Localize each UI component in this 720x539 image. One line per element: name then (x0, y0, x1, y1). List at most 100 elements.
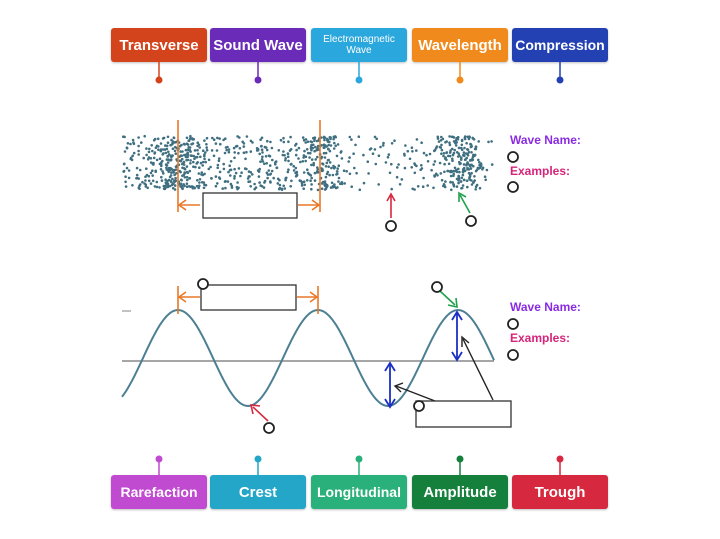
particle (323, 156, 327, 159)
particle (467, 168, 471, 171)
tile-amplitude[interactable]: Amplitude (412, 475, 508, 509)
particle (216, 136, 219, 140)
particle (304, 159, 308, 163)
particle (173, 141, 176, 144)
particle (155, 180, 159, 184)
particle (333, 135, 337, 138)
transverse-amplitude-drop-box[interactable] (415, 400, 512, 428)
transverse-wave-name-drop-point[interactable] (507, 318, 519, 330)
particle (390, 187, 394, 191)
transverse-crest-drop-point[interactable] (431, 281, 443, 293)
tile-sound-wave[interactable]: Sound Wave (210, 28, 306, 62)
particle (436, 174, 439, 177)
particle (302, 154, 306, 157)
particle (255, 149, 259, 152)
particle (388, 171, 392, 175)
particle (200, 181, 204, 184)
particle (145, 153, 148, 157)
tile-crest[interactable]: Crest (210, 475, 306, 509)
longitudinal-examples-drop-point[interactable] (507, 181, 519, 193)
particle (166, 141, 170, 144)
particle (277, 149, 281, 152)
particle (306, 168, 309, 171)
particle (452, 184, 456, 188)
particle (445, 158, 448, 162)
tile-longitudinal[interactable]: Longitudinal (311, 475, 407, 509)
tile-rarefaction[interactable]: Rarefaction (111, 475, 207, 509)
transverse-amplitude-drop-point[interactable] (413, 400, 425, 412)
particle (233, 177, 236, 180)
particle (328, 140, 331, 144)
particle (156, 137, 160, 141)
particle (298, 179, 302, 182)
particle (137, 153, 140, 156)
particle (135, 166, 139, 170)
particle (440, 178, 444, 182)
particle (172, 179, 176, 182)
particle (165, 144, 169, 148)
particle (204, 151, 207, 154)
longitudinal-wave-name-drop-point[interactable] (507, 151, 519, 163)
transverse-trough-drop-point[interactable] (263, 422, 275, 434)
tile-electromagnetic-wave[interactable]: Electromagnetic Wave (311, 28, 407, 62)
particle (308, 156, 311, 159)
particle (304, 155, 308, 158)
particle (153, 137, 157, 141)
tile-compression[interactable]: Compression (512, 28, 608, 62)
particle (379, 145, 382, 149)
particle (216, 182, 219, 185)
particle (313, 171, 317, 175)
longitudinal-rarefaction-drop-point[interactable] (385, 220, 397, 232)
bottom-amplitude-pin-dot (456, 455, 464, 463)
particle (472, 164, 475, 168)
particle (162, 152, 165, 155)
tile-transverse[interactable]: Transverse (111, 28, 207, 62)
particle (166, 161, 170, 164)
particle (433, 160, 437, 163)
particle (227, 150, 231, 154)
particle (324, 182, 327, 186)
transverse-wavelength-drop-box[interactable] (200, 284, 297, 311)
particle (362, 181, 366, 185)
particle (180, 184, 184, 188)
particle (463, 178, 466, 182)
particle (184, 148, 188, 152)
particle (292, 169, 296, 172)
particle (490, 140, 493, 143)
particle (222, 167, 226, 171)
particle (144, 183, 148, 186)
particle (290, 179, 293, 183)
particle (325, 172, 329, 176)
transverse-examples-drop-point[interactable] (507, 349, 519, 361)
particle (448, 141, 451, 144)
particle (294, 166, 298, 170)
particle (259, 160, 262, 163)
tile-trough[interactable]: Trough (512, 475, 608, 509)
particle (160, 164, 163, 168)
tile-label: Transverse (119, 36, 199, 54)
particle (373, 135, 377, 139)
particle (324, 187, 328, 190)
particle (187, 146, 190, 149)
particle (173, 188, 177, 191)
particle (352, 152, 355, 155)
particle (257, 175, 261, 178)
particle (268, 173, 272, 176)
transverse-wavelength-drop-point[interactable] (197, 278, 209, 290)
particle (313, 149, 316, 153)
particle (197, 172, 201, 175)
particle (453, 148, 457, 152)
particle (316, 144, 320, 148)
particle (450, 147, 454, 151)
particle (149, 161, 153, 164)
particle (270, 169, 274, 173)
tile-wavelength[interactable]: Wavelength (412, 28, 508, 62)
longitudinal-wavelength-drop-box[interactable] (202, 192, 298, 219)
particle (239, 174, 242, 178)
particle (415, 164, 418, 168)
longitudinal-compression-drop-point[interactable] (465, 215, 477, 227)
particle (138, 184, 141, 188)
particle (325, 145, 329, 148)
particle (131, 138, 135, 142)
particle (131, 154, 134, 158)
